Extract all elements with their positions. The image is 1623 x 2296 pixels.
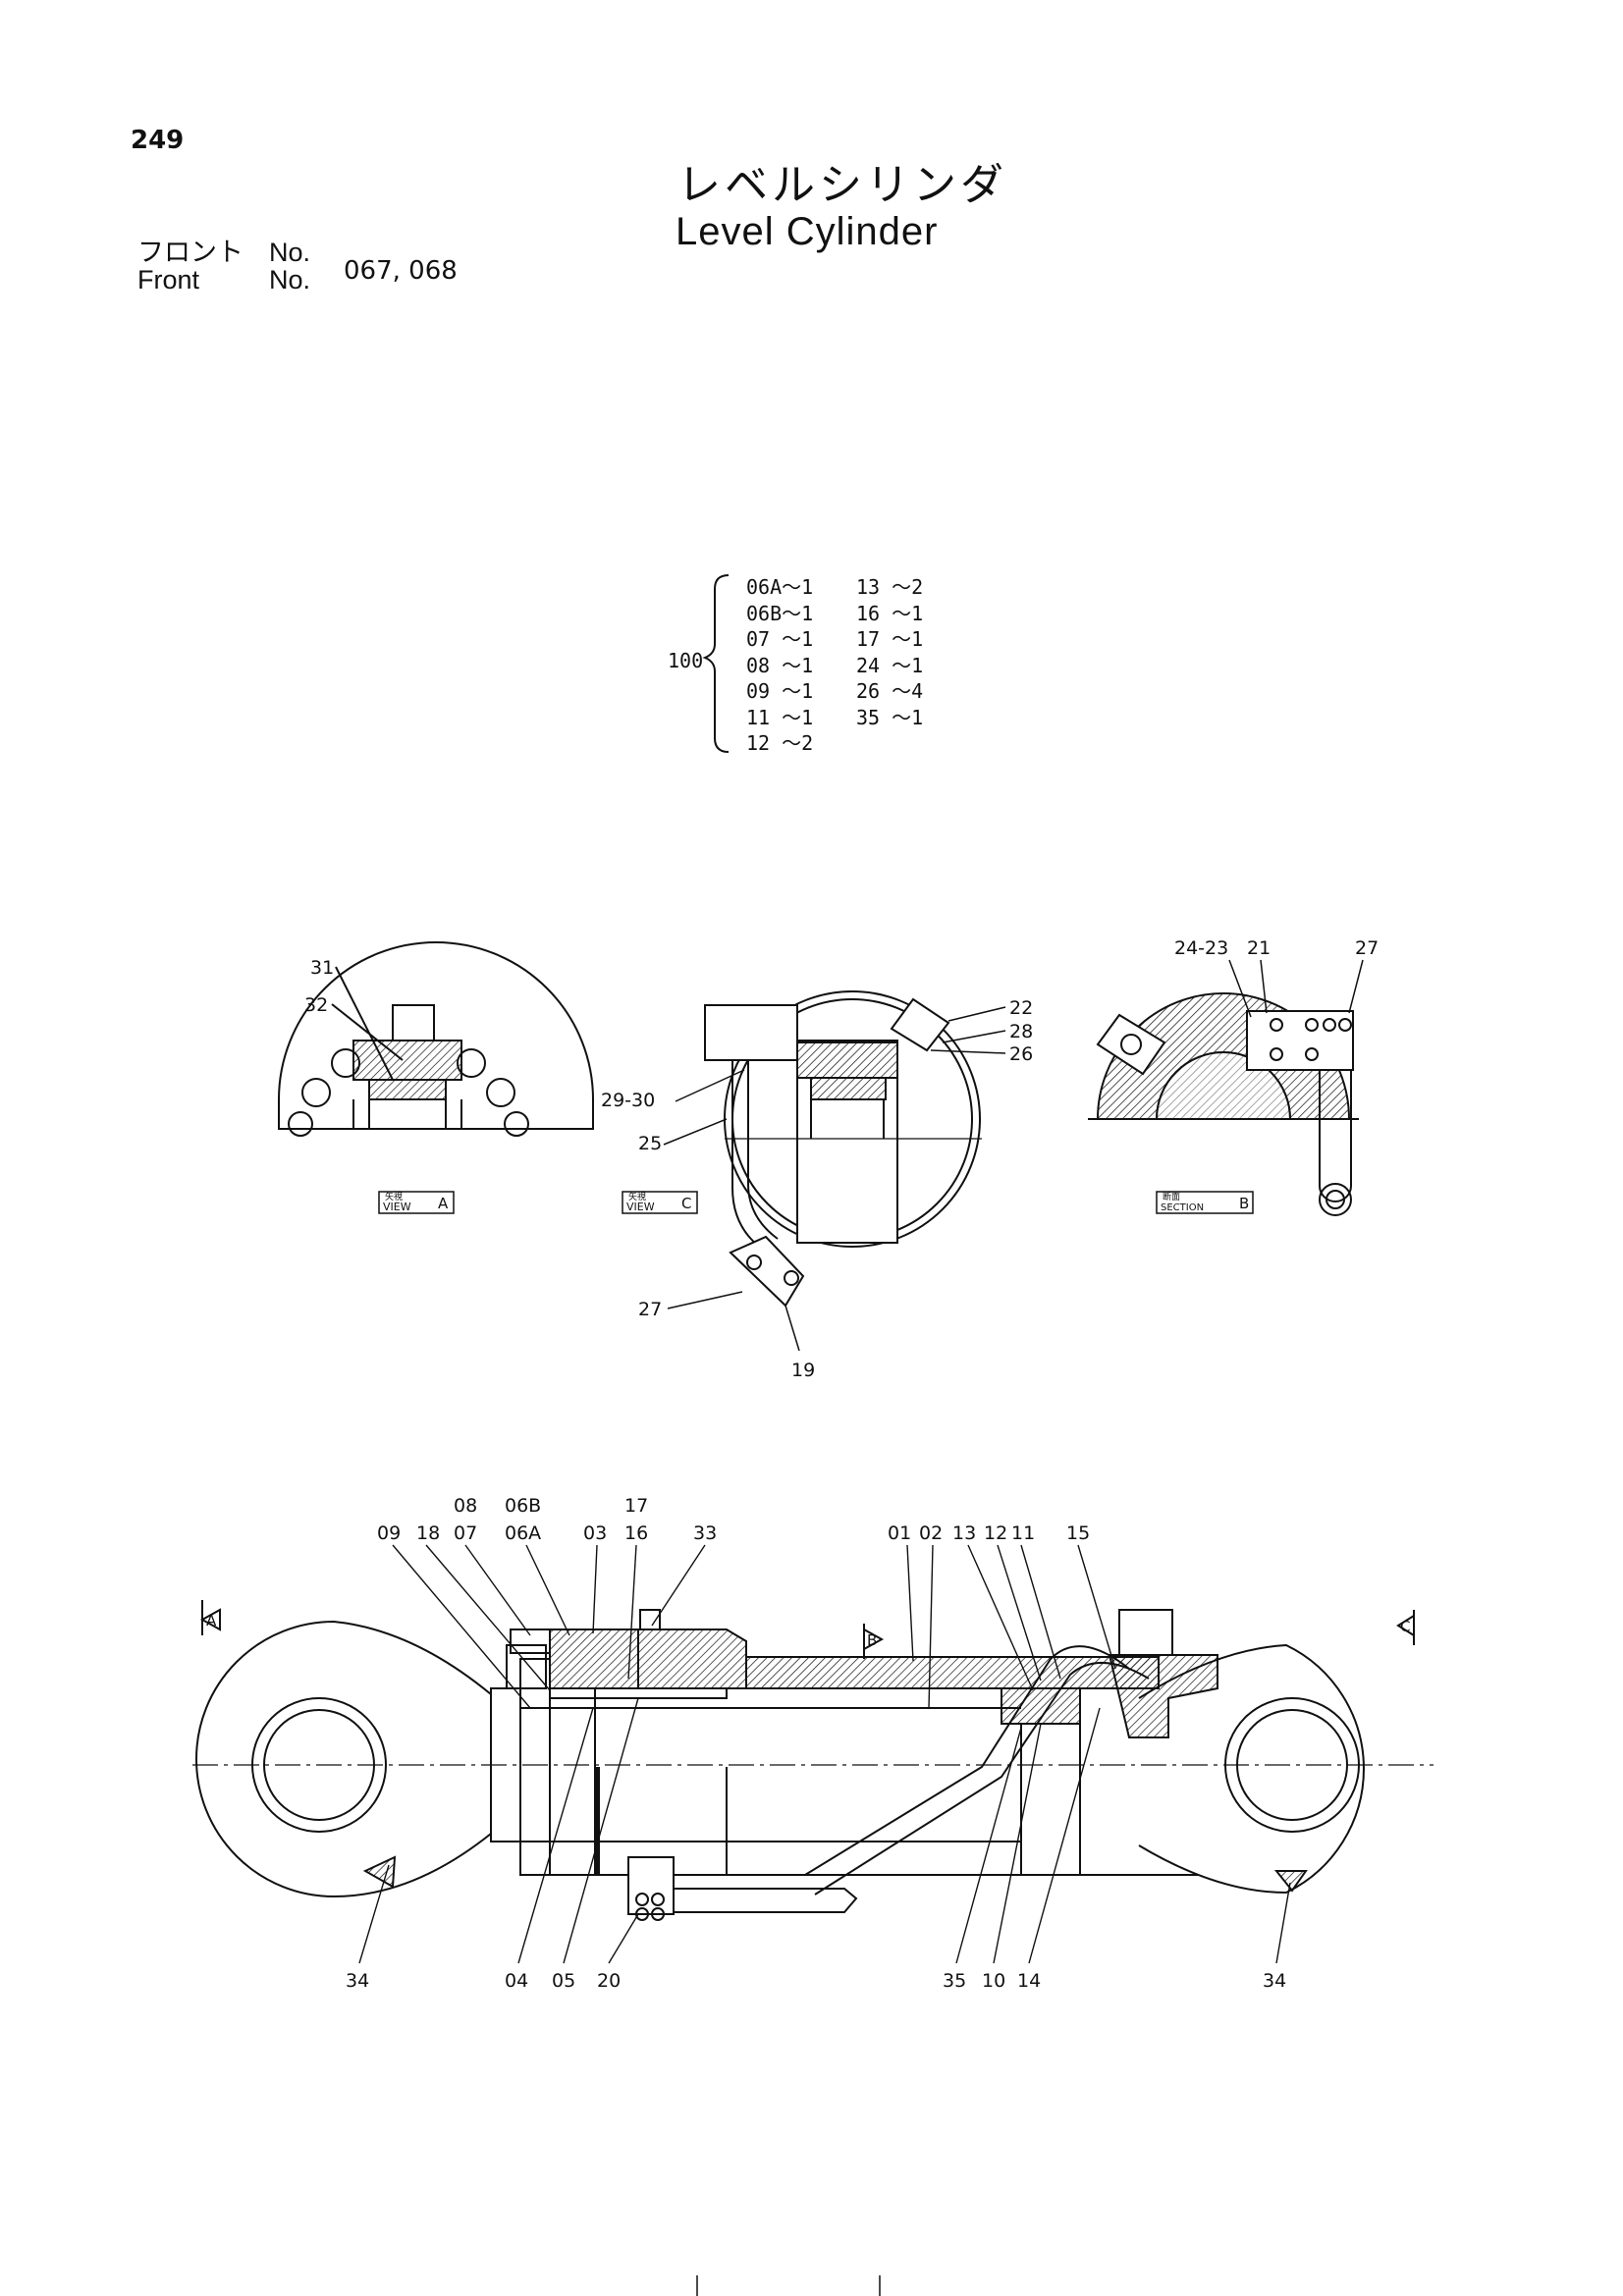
title-english: Level Cylinder bbox=[676, 210, 939, 253]
view-c-callout-28: 28 bbox=[1009, 1021, 1033, 1042]
view-c-drawing bbox=[704, 990, 982, 1308]
callout-01: 01 bbox=[888, 1522, 911, 1544]
callout-03: 03 bbox=[583, 1522, 607, 1544]
callout-33: 33 bbox=[693, 1522, 717, 1544]
svg-text:A: A bbox=[438, 1195, 449, 1212]
kit-item: 13 〜2 bbox=[856, 575, 924, 599]
kit-item: 09 〜1 bbox=[746, 679, 814, 703]
callout-06a: 06A bbox=[505, 1522, 541, 1544]
cylinder-drawing bbox=[192, 1609, 1434, 1921]
callout-14: 14 bbox=[1017, 1970, 1041, 1992]
svg-text:矢視: 矢視 bbox=[385, 1191, 403, 1202]
kit-item: 26 〜4 bbox=[856, 679, 924, 703]
section-arrow-a: A bbox=[199, 1600, 221, 1635]
kit-item: 07 〜1 bbox=[746, 627, 814, 651]
section-b-callout-27: 27 bbox=[1355, 937, 1379, 959]
section-b-callout-21: 21 bbox=[1247, 937, 1271, 959]
callout-13: 13 bbox=[952, 1522, 976, 1544]
svg-text:断面: 断面 bbox=[1163, 1191, 1180, 1202]
svg-text:B: B bbox=[867, 1631, 877, 1649]
callout-18: 18 bbox=[416, 1522, 440, 1544]
callout-07: 07 bbox=[454, 1522, 477, 1544]
kit-item: 11 〜1 bbox=[746, 705, 814, 729]
svg-text:矢視: 矢視 bbox=[628, 1191, 646, 1202]
title-japanese: レベルシリンダ bbox=[677, 160, 1007, 210]
callout-04: 04 bbox=[505, 1970, 528, 1992]
kit-item: 35 〜1 bbox=[856, 705, 924, 729]
callout-34-left: 34 bbox=[346, 1970, 369, 1992]
view-a-callout-31: 31 bbox=[310, 957, 334, 979]
callout-20: 20 bbox=[597, 1970, 621, 1992]
kit-column-1: 06A〜1 06B〜1 07 〜1 08 〜1 09 〜1 11 〜1 12 〜… bbox=[746, 574, 813, 757]
view-a-callout-32: 32 bbox=[304, 994, 328, 1016]
callout-06b: 06B bbox=[505, 1495, 541, 1517]
callout-15: 15 bbox=[1066, 1522, 1090, 1544]
front-label-jp: フロント bbox=[137, 238, 243, 267]
view-a-drawing bbox=[278, 941, 594, 1137]
front-no-label-2: No. bbox=[269, 265, 311, 294]
svg-text:B: B bbox=[1239, 1195, 1249, 1212]
view-c-callout-22: 22 bbox=[1009, 997, 1033, 1019]
page-number: 249 bbox=[131, 126, 185, 155]
callout-16: 16 bbox=[624, 1522, 648, 1544]
callout-10: 10 bbox=[982, 1970, 1005, 1992]
section-arrow-c: C bbox=[1396, 1610, 1415, 1645]
section-b-callout-24-23: 24-23 bbox=[1174, 937, 1228, 959]
view-c-callout-19: 19 bbox=[791, 1360, 815, 1381]
front-no-label-1: No. bbox=[269, 238, 311, 267]
svg-text:A: A bbox=[206, 1612, 217, 1629]
callout-35: 35 bbox=[943, 1970, 966, 1992]
view-a-label: 矢視 VIEW A bbox=[378, 1191, 455, 1214]
svg-text:SECTION: SECTION bbox=[1161, 1202, 1204, 1213]
callout-08: 08 bbox=[454, 1495, 477, 1517]
view-c-label: 矢視 VIEW C bbox=[622, 1191, 698, 1214]
kit-brace bbox=[702, 574, 730, 753]
kit-item: 16 〜1 bbox=[856, 601, 924, 625]
callout-09: 09 bbox=[377, 1522, 401, 1544]
callout-34-right: 34 bbox=[1263, 1970, 1286, 1992]
svg-text:VIEW: VIEW bbox=[626, 1201, 655, 1213]
view-c-leaders bbox=[663, 1006, 1006, 1352]
callout-11: 11 bbox=[1011, 1522, 1035, 1544]
section-b-label: 断面 SECTION B bbox=[1156, 1191, 1254, 1214]
kit-item: 08 〜1 bbox=[746, 653, 814, 677]
kit-item: 06A〜1 bbox=[746, 575, 814, 599]
kit-item: 06B〜1 bbox=[746, 601, 814, 625]
section-arrow-b: B bbox=[863, 1624, 885, 1659]
view-c-callout-27: 27 bbox=[638, 1299, 662, 1320]
callout-05: 05 bbox=[552, 1970, 575, 1992]
view-c-callout-25: 25 bbox=[638, 1133, 662, 1154]
view-c-callout-26: 26 bbox=[1009, 1043, 1033, 1065]
front-numbers: 067, 068 bbox=[344, 256, 458, 286]
kit-number: 100 bbox=[668, 649, 704, 672]
view-c-callout-29-30: 29-30 bbox=[601, 1090, 655, 1111]
section-b-leaders bbox=[1228, 959, 1364, 1018]
main-leaders bbox=[358, 1544, 1291, 1964]
callout-17: 17 bbox=[624, 1495, 648, 1517]
callout-12: 12 bbox=[984, 1522, 1007, 1544]
front-label-en: Front bbox=[137, 265, 200, 294]
kit-item: 24 〜1 bbox=[856, 653, 924, 677]
kit-column-2: 13 〜2 16 〜1 17 〜1 24 〜1 26 〜4 35 〜1 bbox=[856, 574, 923, 730]
svg-text:C: C bbox=[681, 1195, 691, 1212]
kit-item: 17 〜1 bbox=[856, 627, 924, 651]
section-b-drawing bbox=[1088, 992, 1359, 1216]
kit-item: 12 〜2 bbox=[746, 731, 814, 755]
svg-text:C: C bbox=[1400, 1618, 1410, 1635]
svg-text:VIEW: VIEW bbox=[383, 1201, 411, 1213]
callout-02: 02 bbox=[919, 1522, 943, 1544]
